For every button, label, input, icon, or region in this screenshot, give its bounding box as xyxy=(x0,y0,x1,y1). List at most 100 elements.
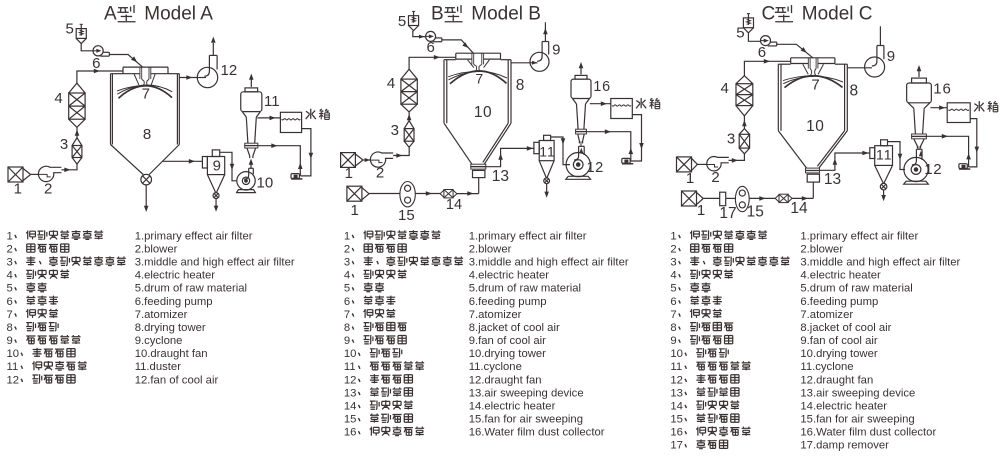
svg-text:11.duster: 11.duster xyxy=(135,361,182,373)
svg-text:6: 6 xyxy=(758,44,766,61)
svg-text:11: 11 xyxy=(539,144,556,160)
svg-text:16: 16 xyxy=(593,79,611,95)
svg-text:8: 8 xyxy=(344,322,350,334)
svg-text:3: 3 xyxy=(7,257,13,269)
svg-text:1: 1 xyxy=(345,165,353,182)
svg-text:3: 3 xyxy=(60,136,68,153)
svg-text:12: 12 xyxy=(344,374,357,386)
svg-text:8: 8 xyxy=(516,77,525,94)
svg-text:15: 15 xyxy=(747,204,764,221)
svg-text:15.fan for air sweeping: 15.fan for air sweeping xyxy=(469,414,583,426)
svg-text:12: 12 xyxy=(7,374,20,386)
svg-text:13: 13 xyxy=(492,168,509,185)
svg-text:5: 5 xyxy=(7,283,13,295)
svg-text:5.drum of raw material: 5.drum of raw material xyxy=(135,283,247,295)
svg-text:7.atomizer: 7.atomizer xyxy=(469,309,522,321)
svg-text:2.blower: 2.blower xyxy=(800,243,843,255)
svg-text:13: 13 xyxy=(344,387,357,399)
svg-text:3: 3 xyxy=(344,257,350,269)
svg-text:6.feeding pump: 6.feeding pump xyxy=(800,296,878,308)
svg-text:2: 2 xyxy=(711,169,719,186)
svg-text:14: 14 xyxy=(790,200,808,217)
svg-text:14: 14 xyxy=(446,197,462,213)
svg-text:Model C: Model C xyxy=(802,4,873,25)
svg-text:14.electric heater: 14.electric heater xyxy=(800,400,887,412)
svg-text:8: 8 xyxy=(7,322,13,334)
svg-text:11: 11 xyxy=(344,361,356,373)
svg-text:7: 7 xyxy=(7,309,13,321)
svg-text:9: 9 xyxy=(344,335,350,347)
svg-text:4: 4 xyxy=(387,75,395,92)
svg-text:12.draught fan: 12.draught fan xyxy=(469,374,542,386)
svg-text:9: 9 xyxy=(552,42,560,59)
svg-text:10: 10 xyxy=(474,104,492,121)
svg-text:11: 11 xyxy=(7,361,19,373)
svg-text:12: 12 xyxy=(924,161,942,178)
svg-text:10.drying tower: 10.drying tower xyxy=(469,348,546,360)
svg-text:16: 16 xyxy=(670,427,683,439)
svg-text:15: 15 xyxy=(398,207,415,224)
svg-text:15: 15 xyxy=(344,414,357,426)
svg-text:14: 14 xyxy=(344,400,357,412)
svg-text:16: 16 xyxy=(344,427,357,439)
svg-text:4: 4 xyxy=(721,80,729,97)
svg-text:10.drying tower: 10.drying tower xyxy=(800,348,877,360)
svg-text:11: 11 xyxy=(264,93,280,110)
svg-text:1: 1 xyxy=(670,230,676,242)
svg-text:2: 2 xyxy=(44,180,52,197)
svg-text:10: 10 xyxy=(806,118,824,135)
svg-text:3: 3 xyxy=(670,257,676,269)
svg-text:7.atomizer: 7.atomizer xyxy=(135,309,188,321)
svg-text:5: 5 xyxy=(398,13,406,30)
svg-text:13.air sweeping device: 13.air sweeping device xyxy=(800,387,915,399)
svg-text:14.electric heater: 14.electric heater xyxy=(469,400,556,412)
svg-text:10: 10 xyxy=(344,348,357,360)
svg-text:1: 1 xyxy=(7,230,13,242)
svg-text:1: 1 xyxy=(14,180,22,197)
svg-text:1.primary effect air filter: 1.primary effect air filter xyxy=(800,230,918,242)
svg-text:3.middle and high effect air f: 3.middle and high effect air filter xyxy=(135,257,295,269)
svg-text:4: 4 xyxy=(344,270,350,282)
svg-text:5: 5 xyxy=(344,283,350,295)
svg-text:2: 2 xyxy=(344,243,350,255)
svg-text:3: 3 xyxy=(391,122,399,139)
svg-text:17: 17 xyxy=(670,440,683,452)
svg-text:9: 9 xyxy=(887,48,895,65)
svg-text:7: 7 xyxy=(344,309,350,321)
svg-text:5: 5 xyxy=(670,283,676,295)
svg-text:1: 1 xyxy=(344,230,350,242)
svg-text:15: 15 xyxy=(670,414,683,426)
svg-text:8.drying tower: 8.drying tower xyxy=(135,322,206,334)
svg-text:3: 3 xyxy=(727,130,735,147)
svg-text:13: 13 xyxy=(670,387,683,399)
svg-text:C: C xyxy=(762,4,776,25)
svg-text:13: 13 xyxy=(824,171,841,188)
svg-text:13.air sweeping device: 13.air sweeping device xyxy=(469,387,584,399)
svg-text:Model B: Model B xyxy=(471,4,541,25)
svg-text:4: 4 xyxy=(54,90,62,107)
svg-text:4.electric heater: 4.electric heater xyxy=(800,270,881,282)
svg-text:16.Water film dust collector: 16.Water film dust collector xyxy=(800,427,936,439)
svg-text:6: 6 xyxy=(427,39,435,56)
svg-text:11: 11 xyxy=(670,361,682,373)
svg-text:4.electric heater: 4.electric heater xyxy=(135,270,216,282)
svg-text:9.cyclone: 9.cyclone xyxy=(135,335,183,347)
svg-text:11.cyclone: 11.cyclone xyxy=(800,361,853,373)
svg-text:7: 7 xyxy=(811,76,819,93)
svg-text:10: 10 xyxy=(670,348,683,360)
svg-text:1.primary effect air filter: 1.primary effect air filter xyxy=(469,230,587,242)
svg-text:5.drum of raw material: 5.drum of raw material xyxy=(800,283,912,295)
svg-text:9: 9 xyxy=(213,157,221,174)
svg-text:Model A: Model A xyxy=(144,4,213,25)
svg-text:15.fan for air sweeping: 15.fan for air sweeping xyxy=(800,414,914,426)
svg-text:2: 2 xyxy=(7,243,13,255)
svg-text:9: 9 xyxy=(7,335,13,347)
svg-text:2.blower: 2.blower xyxy=(469,243,512,255)
svg-text:17.damp remover: 17.damp remover xyxy=(800,440,889,452)
svg-text:8: 8 xyxy=(670,322,676,334)
svg-text:1.primary effect air filter: 1.primary effect air filter xyxy=(135,230,253,242)
svg-text:14: 14 xyxy=(670,400,683,412)
svg-text:6: 6 xyxy=(344,296,350,308)
svg-text:1: 1 xyxy=(686,170,694,187)
svg-text:8.jacket of cool air: 8.jacket of cool air xyxy=(469,322,560,334)
